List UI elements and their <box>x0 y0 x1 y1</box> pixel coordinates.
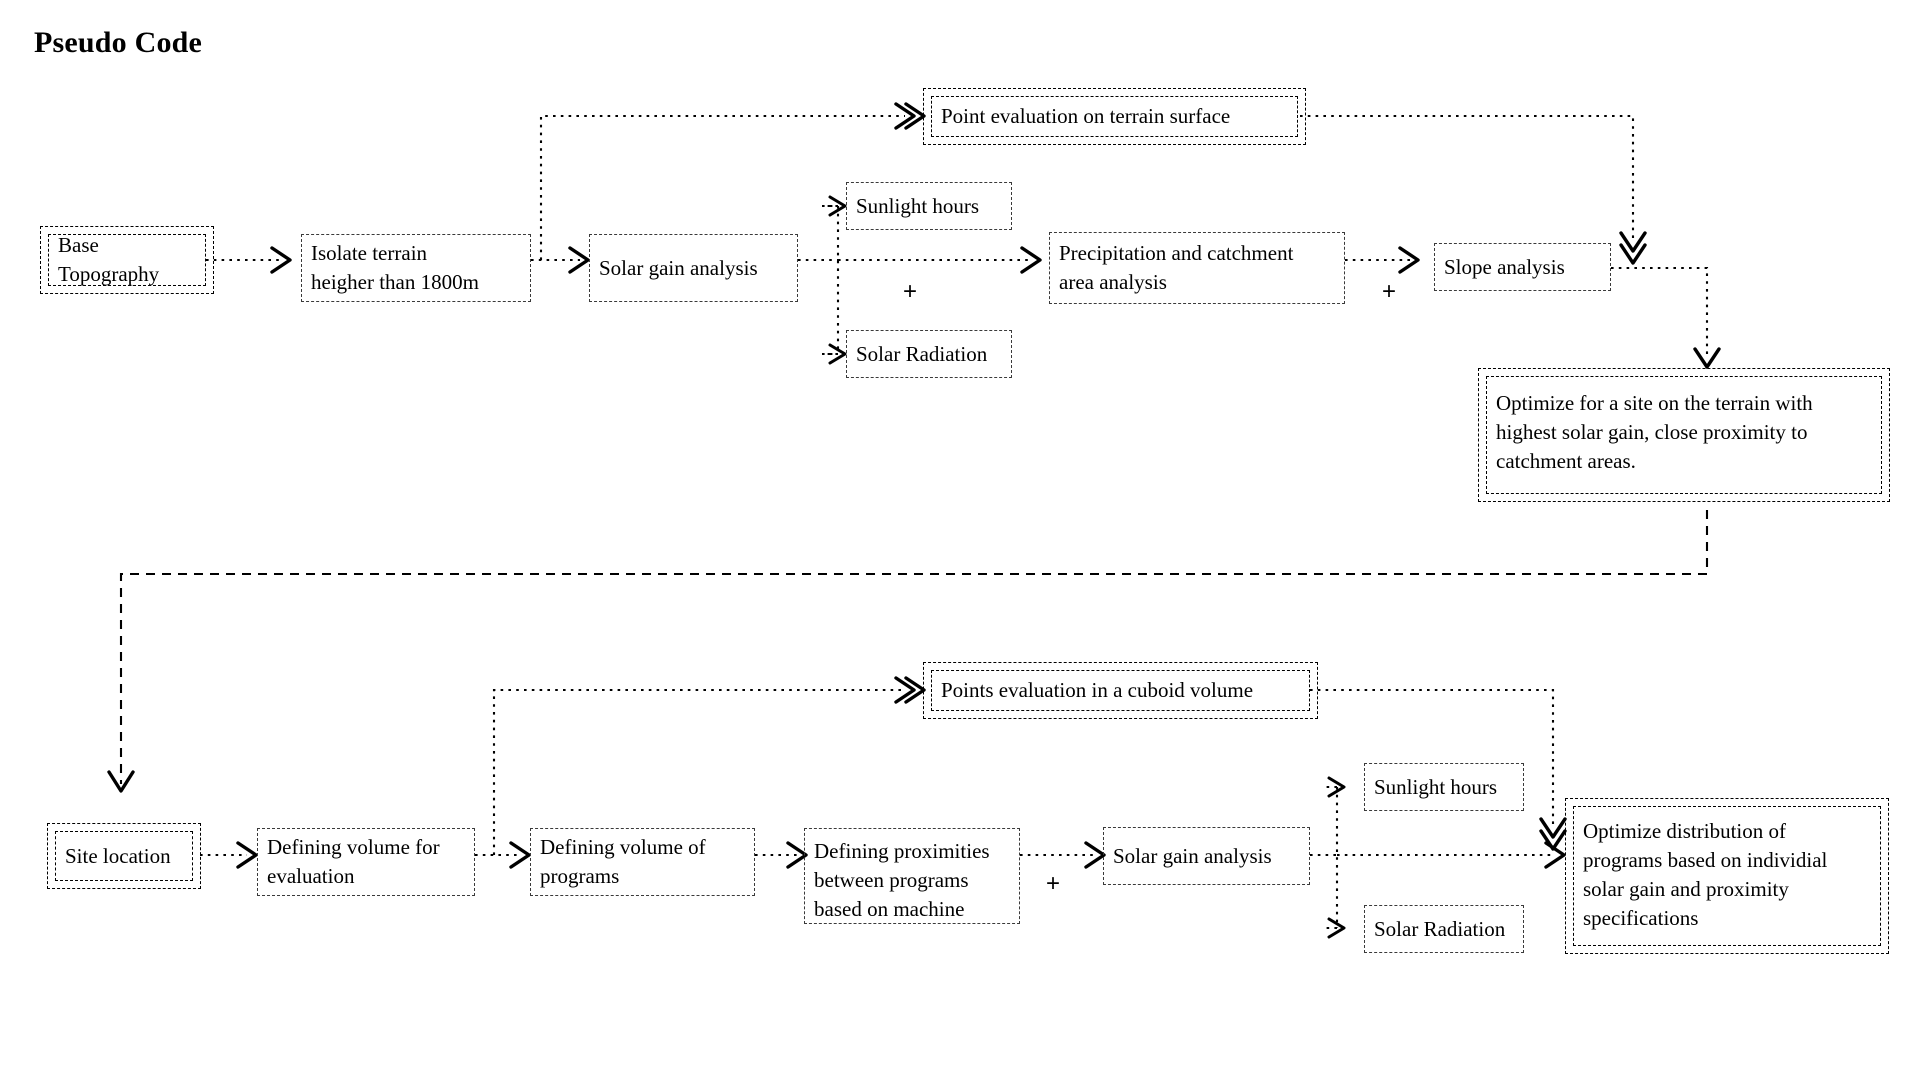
node-optimize-site[interactable]: Optimize for a site on the terrain with … <box>1478 368 1890 502</box>
node-isolate-terrain[interactable]: Isolate terrain heigher than 1800m <box>301 234 531 302</box>
node-label: Solar gain analysis <box>1113 843 1272 868</box>
node-site-location[interactable]: Site location <box>47 823 201 889</box>
arrowhead-optimize-to-sitelocation <box>107 770 135 793</box>
node-optimize-programs[interactable]: Optimize distribution of programs based … <box>1565 798 1889 954</box>
arrowhead-optimizeprograms-double-b <box>1539 829 1567 851</box>
arrowhead-solargain-to-precipitation <box>1020 246 1042 274</box>
node-label: Solar gain analysis <box>599 255 758 280</box>
arrowhead-isolate-to-solargain <box>568 246 590 274</box>
arrowhead-base-to-isolate <box>270 246 292 274</box>
node-slope-analysis[interactable]: Slope analysis <box>1434 243 1611 291</box>
arrowhead-precipitation-to-slope <box>1398 246 1420 274</box>
node-precipitation-catchment[interactable]: Precipitation and catchment area analysi… <box>1049 232 1345 304</box>
page-title: Pseudo Code <box>34 26 203 59</box>
edge-optimize-to-sitelocation <box>119 510 1709 784</box>
node-label: Points evaluation in a cuboid volume <box>941 678 1254 702</box>
node-defining-volume-programs[interactable]: Defining volume of programs <box>530 828 755 896</box>
plus-operator-bottom-1: + <box>1046 870 1061 897</box>
node-label: Sunlight hours <box>1374 774 1498 799</box>
arrowhead-pointscuboid-a <box>894 676 916 704</box>
arrowhead-slope-double-b <box>1619 243 1647 265</box>
edge-pointeval-to-slope <box>1300 114 1635 242</box>
arrowhead-sitelocation-to-volumeeval <box>236 841 258 869</box>
node-label: Optimize distribution of programs based … <box>1583 819 1828 930</box>
node-solar-radiation-top[interactable]: Solar Radiation <box>846 330 1012 378</box>
node-label: Solar Radiation <box>1374 916 1506 941</box>
plus-operator-top-2: + <box>1382 278 1397 305</box>
arrowhead-slope-to-optimize <box>1693 347 1721 369</box>
arrowhead-pointeval-a <box>894 102 916 130</box>
edge-slope-to-optimize <box>1611 266 1709 358</box>
node-point-evaluation-terrain[interactable]: Point evaluation on terrain surface <box>923 88 1306 145</box>
arrowhead-optimizeprograms-double-a <box>1539 817 1567 839</box>
node-label: Point evaluation on terrain surface <box>941 104 1231 128</box>
node-label: Defining volume for evaluation <box>267 835 440 888</box>
node-label: Base Topography <box>58 233 160 286</box>
node-label: Defining proximities between programs ba… <box>814 839 990 921</box>
arrowhead-bus-radiation-bottom <box>1327 917 1346 939</box>
plus-operator-top-1: + <box>903 278 918 305</box>
node-label: Sunlight hours <box>856 193 980 218</box>
arrowhead-bus-sunlight <box>828 195 847 217</box>
node-base-topography[interactable]: Base Topography <box>40 226 214 294</box>
node-label: Solar Radiation <box>856 341 988 366</box>
node-sunlight-hours-bottom[interactable]: Sunlight hours <box>1364 763 1524 811</box>
node-label: Site location <box>65 843 171 868</box>
node-label: Isolate terrain heigher than 1800m <box>311 241 479 294</box>
node-solar-gain-analysis-bottom[interactable]: Solar gain analysis <box>1103 827 1310 885</box>
node-label: Precipitation and catchment area analysi… <box>1059 241 1294 294</box>
node-sunlight-hours-top[interactable]: Sunlight hours <box>846 182 1012 230</box>
node-solar-gain-analysis-top[interactable]: Solar gain analysis <box>589 234 798 302</box>
node-points-evaluation-cuboid[interactable]: Points evaluation in a cuboid volume <box>923 662 1318 719</box>
arrowhead-solargain-to-optimizeprograms <box>1544 841 1566 869</box>
arrowhead-bus-radiation <box>828 343 847 365</box>
node-label: Slope analysis <box>1444 254 1565 279</box>
arrowhead-slope-double-a <box>1619 231 1647 253</box>
arrowhead-pointscuboid-b <box>904 676 926 704</box>
arrowhead-proximities-to-solargain <box>1084 841 1106 869</box>
node-label: Defining volume of programs <box>540 835 706 888</box>
node-solar-radiation-bottom[interactable]: Solar Radiation <box>1364 905 1524 953</box>
node-defining-proximities[interactable]: Defining proximities between programs ba… <box>804 828 1020 924</box>
arrowhead-pointeval-b <box>904 102 926 130</box>
arrowhead-volumeeval-to-volumeprog <box>509 841 531 869</box>
arrowhead-bus-sunlight-bottom <box>1327 776 1346 798</box>
node-label: Optimize for a site on the terrain with … <box>1496 391 1813 473</box>
node-defining-volume-evaluation[interactable]: Defining volume for evaluation <box>257 828 475 896</box>
